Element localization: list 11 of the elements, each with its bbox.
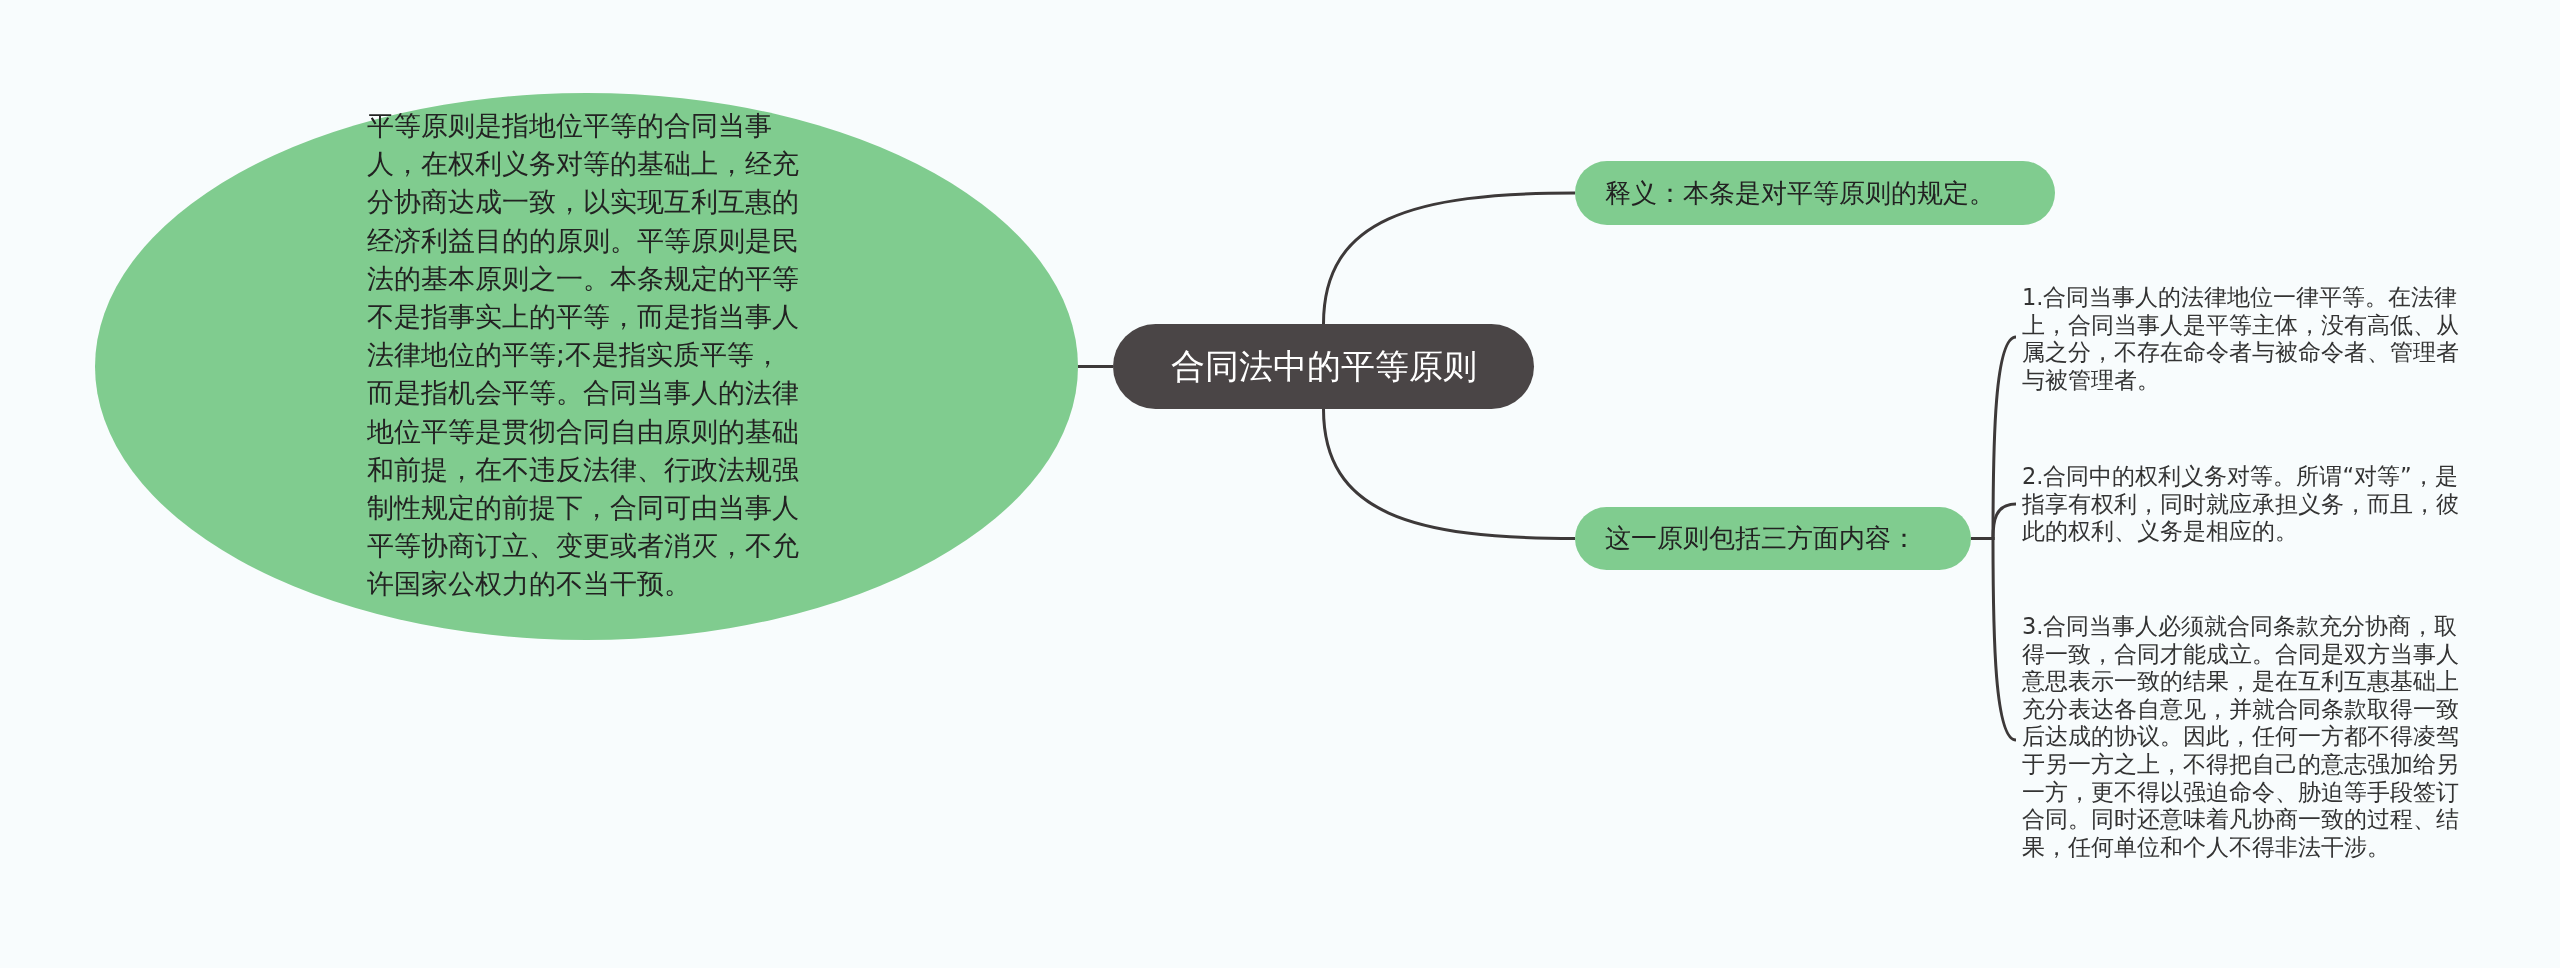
connector-line — [1322, 191, 1576, 325]
connector-line — [1971, 537, 2017, 742]
central-topic: 合同法中的平等原则 — [1113, 324, 1534, 409]
topic-text: 平等原则是指地位平等的合同当事人，在权利义务对等的基础上，经充分协商达成一致，以实现互利互惠的经济利益目的的原则。平等原则是民法的基本原则之一。本条规定的平等不是指事实上的平等，而是指当事人法律地位的平等;不是指实质平等，而是指机会平等。合同当事人的法律地位平等是贯彻合同自由原则的基础和前提，在不违反法律、行政法规强制性规定的前提下，合同可由当事人平等协商订立、变更或者消灭，不允许国家公权力的不当干预。 — [367, 109, 799, 602]
connector-line — [1078, 365, 1113, 368]
subtopic-text: 1.合同当事人的法律地位一律平等。在法律上，合同当事人是平等主体，没有高低、从属之分，不存在命令者与被命令者、管理者与被管理者。 — [2022, 284, 2462, 395]
topic-pill: 这一原则包括三方面内容： — [1575, 507, 1971, 570]
connector-line — [1322, 408, 1576, 540]
topic-pill: 释义：本条是对平等原则的规定。 — [1575, 161, 2055, 225]
subtopic-text: 3.合同当事人必须就合同条款充分协商，取得一致，合同才能成立。合同是双方当事人意思表示一致的结果，是在互利互惠基础上充分表达各自意见，并就合同条款取得一致后达成的协议。因此，任何一方都不得凌驾于另一方之上，不得把自己的意志强加给另一方，更不得以强迫命令、胁迫等手段签订合同。同时还意味着凡协商一致的过程、结果，任何单位和个人不得非法干涉。 — [2022, 613, 2462, 862]
subtopic-text: 2.合同中的权利义务对等。所谓“对等”，是指享有权利，同时就应承担义务，而且，彼此的权利、义务是相应的。 — [2022, 463, 2462, 546]
